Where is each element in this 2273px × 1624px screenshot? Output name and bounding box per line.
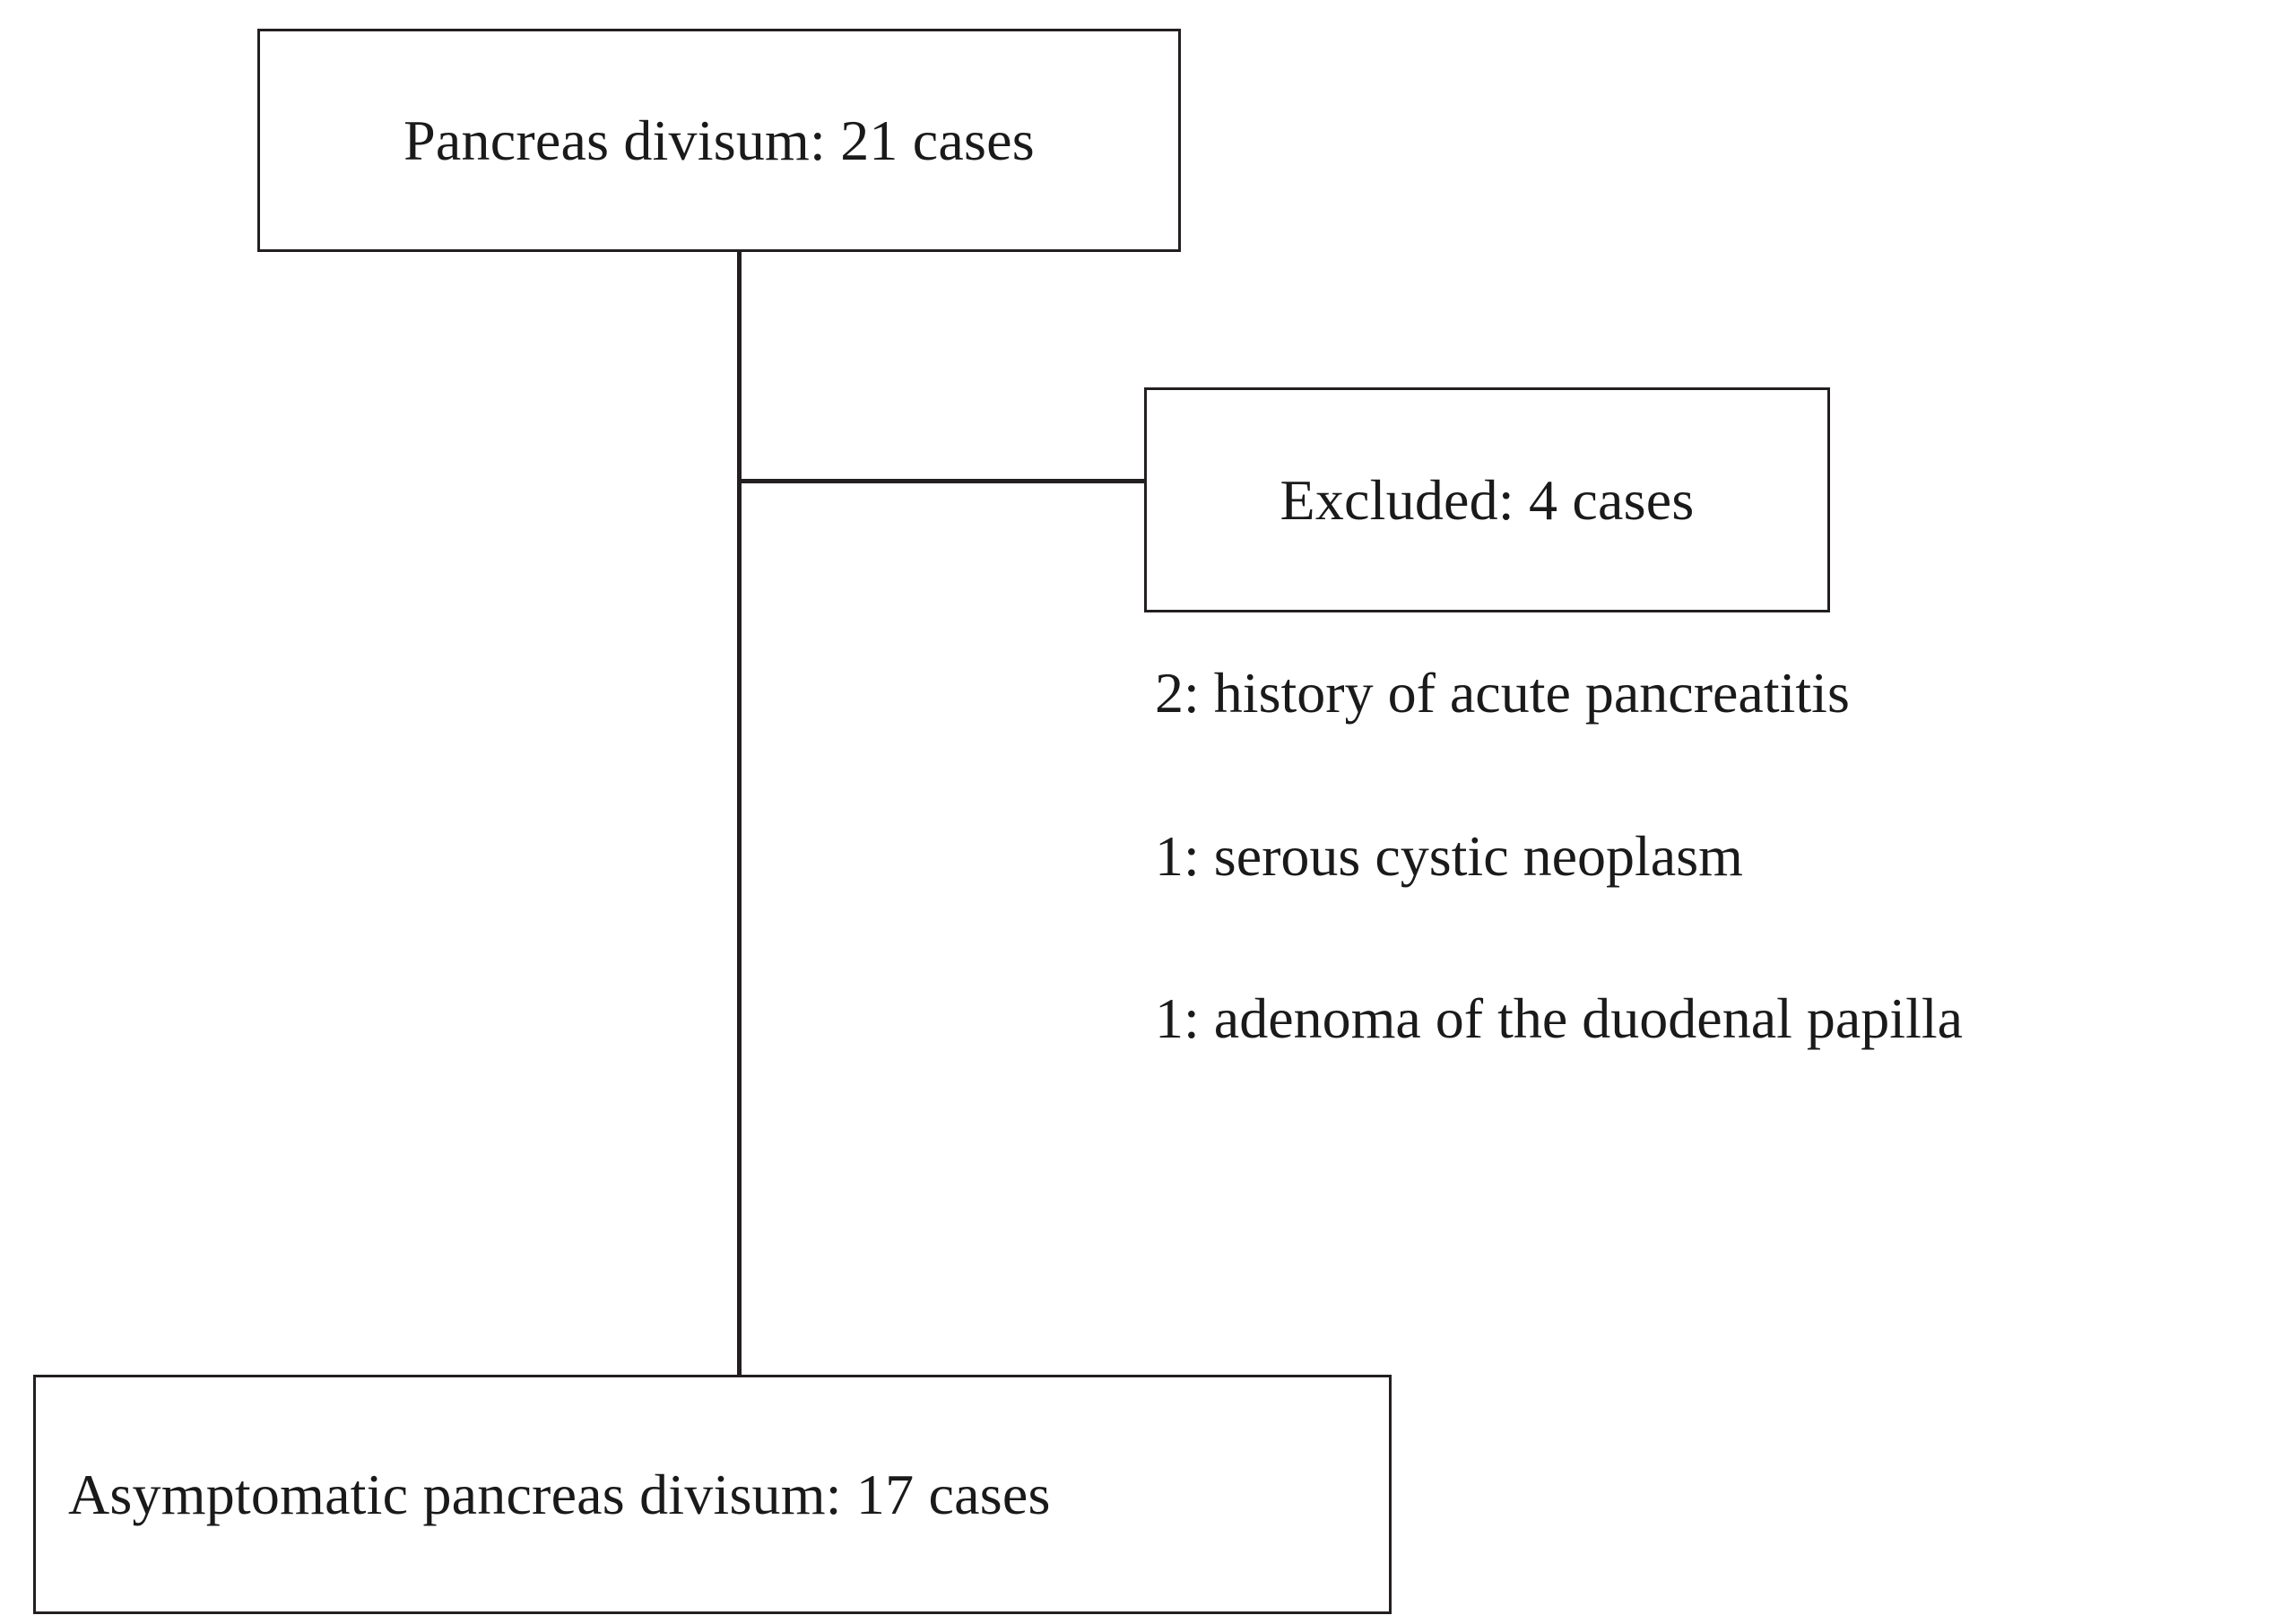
exclusion-reason-item: 1: serous cystic neoplasm (1155, 823, 1743, 888)
exclusion-reason-item: 1: adenoma of the duodenal papilla (1155, 986, 1964, 1051)
connector-branch-to-excluded (737, 479, 1147, 483)
node-pancreas-divisum-total: Pancreas divisum: 21 cases (257, 29, 1181, 252)
node-excluded-label: Excluded: 4 cases (1280, 467, 1695, 532)
exclusion-reason-item: 2: history of acute pancreatitis (1155, 661, 1850, 725)
node-asymptomatic-pancreas-divisum: Asymptomatic pancreas divisum: 17 cases (33, 1375, 1392, 1614)
connector-vertical-trunk (737, 251, 742, 1377)
node-pancreas-divisum-total-label: Pancreas divisum: 21 cases (403, 108, 1035, 172)
exclusion-reason-list: 2: history of acute pancreatitis 1: sero… (1155, 659, 2267, 1053)
node-excluded: Excluded: 4 cases (1144, 387, 1830, 612)
node-asymptomatic-pancreas-divisum-label: Asymptomatic pancreas divisum: 17 cases (68, 1462, 1051, 1526)
